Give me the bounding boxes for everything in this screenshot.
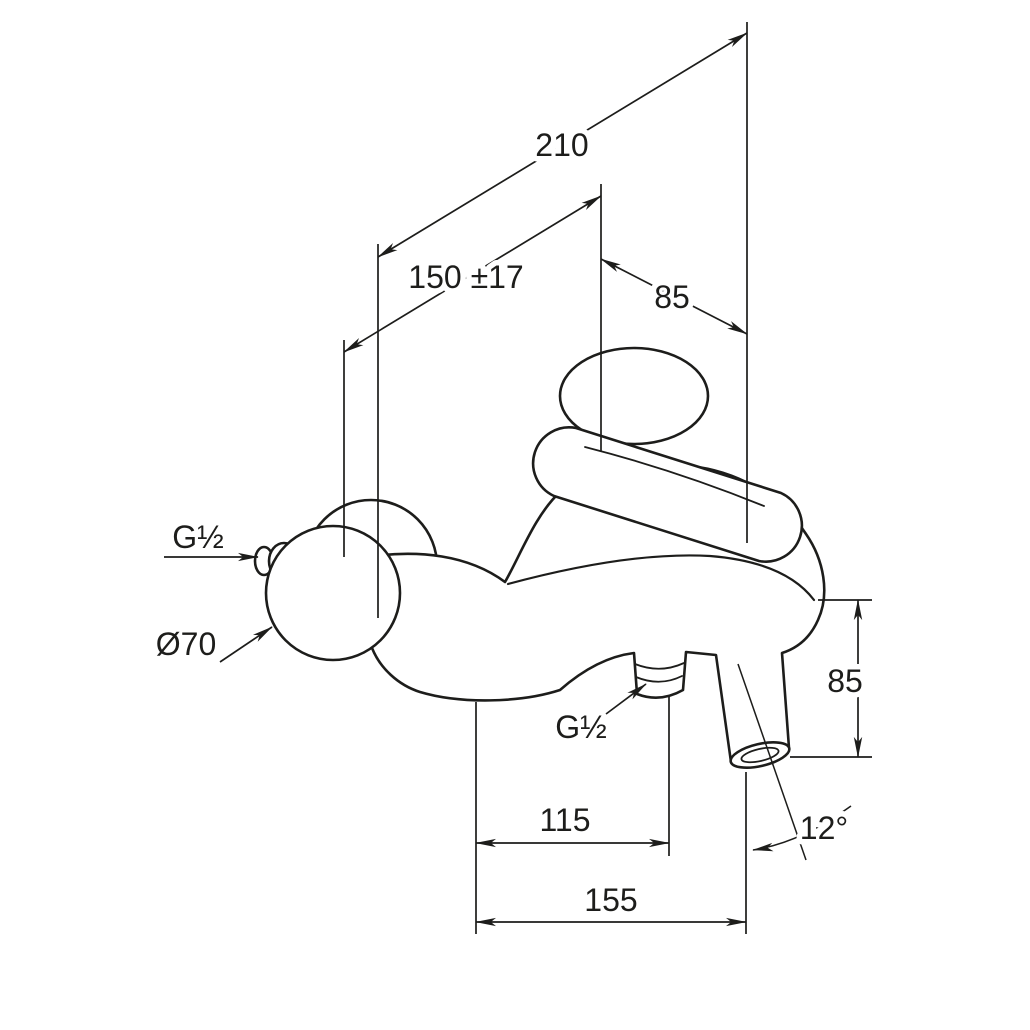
lever-edge-line <box>584 446 765 507</box>
faucet-illustration <box>253 346 826 769</box>
angle-arc-12deg <box>752 805 852 852</box>
dim-label-210: 210 <box>535 127 588 163</box>
outlet-thread-ring <box>634 662 685 670</box>
dim-label-115: 115 <box>539 802 590 838</box>
cartridge-dome <box>558 346 710 446</box>
spout-aerator <box>740 746 780 764</box>
thread-label-wall: G½ <box>172 519 224 555</box>
thread-label-outlet: G½ <box>555 709 607 745</box>
dim-label-85-height: 85 <box>827 663 863 699</box>
lever-handle <box>531 426 804 563</box>
angle-label-12deg: 12° <box>800 810 848 846</box>
dim-label-155: 155 <box>584 882 637 918</box>
leader-escutcheon-diameter <box>219 626 273 663</box>
escutcheon-front-flange <box>264 524 402 662</box>
spout-axis-line <box>737 663 807 861</box>
dim-label-150: 150 ±17 <box>408 259 523 295</box>
body-face-edge <box>506 554 816 602</box>
outlet-thread-ring <box>635 675 683 683</box>
leader-thread-outlet <box>605 683 647 715</box>
diameter-label-70: Ø70 <box>156 626 216 662</box>
dimension-annotations: 210 150 ±17 85 85 115 155 12° G½ Ø70 G½ <box>156 22 872 934</box>
dimension-line-85-lever <box>600 258 748 335</box>
dim-label-85-lever: 85 <box>654 279 690 315</box>
dimension-line-150 <box>343 195 602 353</box>
